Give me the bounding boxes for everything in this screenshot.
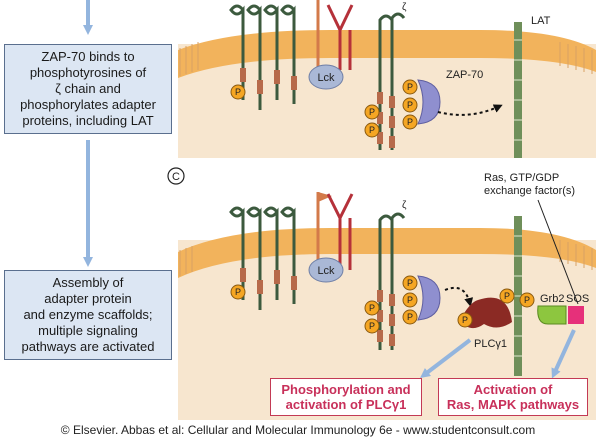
top-zap70-arrow — [437, 104, 503, 116]
plc-outcome-arrow — [420, 338, 472, 379]
svg-text:P: P — [504, 291, 510, 301]
svg-text:P: P — [407, 117, 413, 127]
ras-gef-pointer — [537, 199, 579, 305]
bottom-lat-bands — [514, 235, 522, 357]
bottom-receptor-itams — [240, 268, 297, 294]
top-phospho-labels: P P P P P P — [235, 82, 413, 135]
svg-text:P: P — [407, 82, 413, 92]
svg-text:P: P — [369, 107, 375, 117]
top-zap70-enzyme — [417, 79, 441, 125]
top-lat-bands — [514, 39, 522, 141]
svg-text:P: P — [235, 87, 241, 97]
bottom-zeta-label: ζ — [402, 200, 407, 211]
top-phospho-groups — [230, 79, 418, 138]
bottom-phospho-labels: P P P P P P P P P — [235, 278, 530, 331]
svg-text:P: P — [462, 315, 468, 325]
bottom-membrane — [178, 228, 596, 278]
panel-label-circle — [167, 167, 185, 185]
bottom-red-receptor — [326, 193, 354, 270]
plc-label: PLCγ1 — [474, 338, 507, 350]
bottom-lck-enzyme — [308, 257, 344, 283]
grb2-label: Grb2 — [540, 293, 564, 305]
svg-text:P: P — [407, 100, 413, 110]
step-box-zap70: ZAP-70 binds to phosphotyrosines of ζ ch… — [4, 44, 172, 134]
bottom-lck-label: Lck — [317, 265, 335, 277]
outcome-box-plc: Phosphorylation and activation of PLCγ1 — [270, 378, 422, 416]
svg-text:P: P — [369, 321, 375, 331]
top-lat-label: LAT — [531, 15, 551, 27]
sos-exchange-factor — [568, 306, 584, 324]
svg-text:P: P — [235, 287, 241, 297]
copyright-credit: © Elsevier. Abbas et al: Cellular and Mo… — [60, 423, 536, 437]
bottom-phospho-groups — [230, 275, 535, 334]
top-zap70-label: ZAP-70 — [446, 69, 483, 81]
plc-gamma1-enzyme — [460, 297, 512, 329]
top-zeta-label: ζ — [402, 2, 407, 13]
bottom-receptor-chains — [229, 206, 296, 310]
top-red-receptor — [326, 4, 354, 70]
svg-text:P: P — [524, 295, 530, 305]
top-receptor-itams — [240, 68, 297, 94]
outcome-box-ras: Activation of Ras, MAPK pathways — [438, 378, 588, 416]
svg-text:P: P — [369, 303, 375, 313]
top-membrane-lipids — [179, 42, 593, 76]
top-zeta-chains — [378, 12, 406, 150]
ras-outcome-arrow — [551, 329, 576, 379]
svg-text:P: P — [407, 295, 413, 305]
top-panel — [178, 0, 596, 158]
top-lck-label: Lck — [317, 72, 335, 84]
ras-gef-label: Ras, GTP/GDP exchange factor(s) — [484, 172, 576, 197]
svg-text:P: P — [407, 278, 413, 288]
top-lat-adapter — [514, 22, 522, 158]
step-box-assembly: Assembly of adapter protein and enzyme s… — [4, 270, 172, 360]
panel-label-c: C — [172, 171, 180, 183]
sos-label: SOS — [566, 293, 589, 305]
bottom-coreceptor-flag — [318, 192, 332, 202]
bottom-membrane-lipids — [179, 240, 593, 276]
svg-text:P: P — [369, 125, 375, 135]
top-lck-enzyme — [308, 64, 344, 90]
bottom-zeta-itams — [377, 290, 395, 346]
bottom-zeta-chains — [378, 212, 406, 350]
top-zeta-itams — [377, 92, 395, 148]
top-membrane — [178, 30, 596, 78]
bottom-zap70-arrow — [444, 286, 474, 307]
top-receptor-chains — [229, 4, 296, 110]
bottom-zap70-enzyme — [417, 275, 441, 321]
grb2-adapter — [537, 305, 567, 325]
svg-text:P: P — [407, 312, 413, 322]
